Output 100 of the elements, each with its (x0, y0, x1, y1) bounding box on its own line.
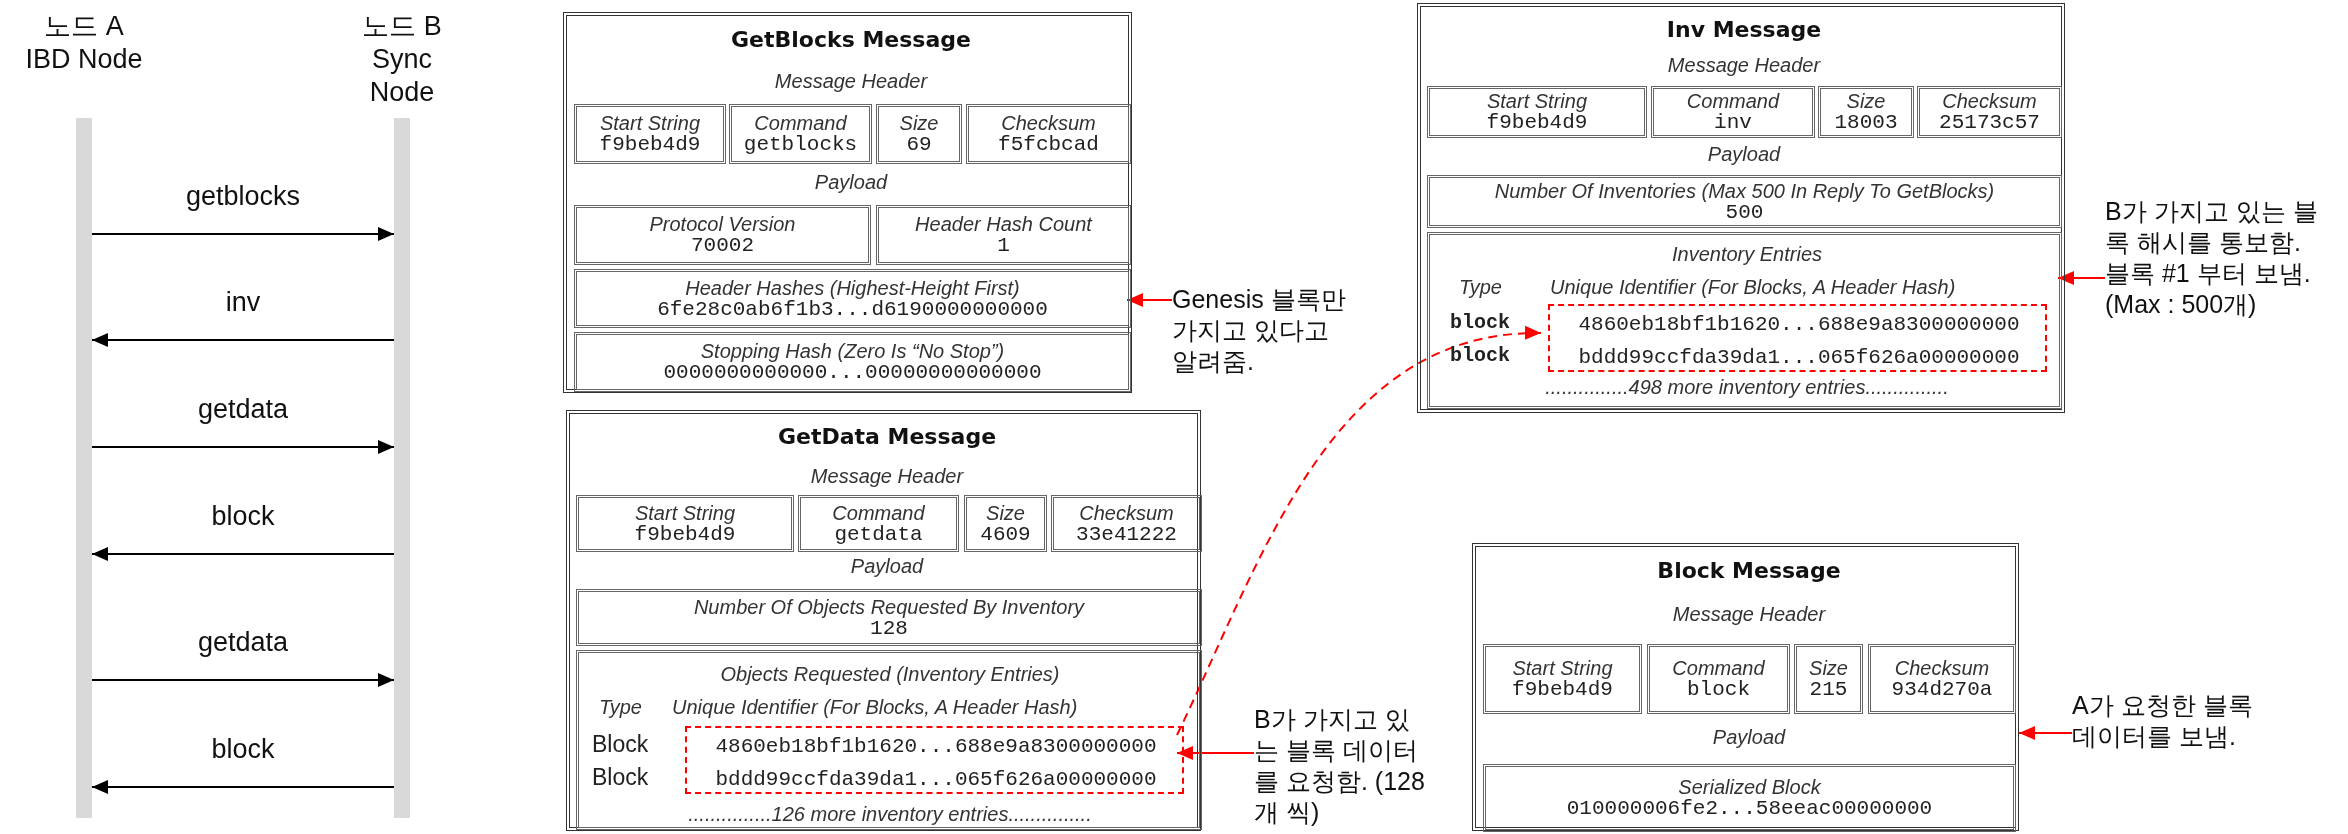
field-name: Header Hash Count (915, 213, 1092, 235)
more-entries-note: ...............126 more inventory entries............... (688, 802, 1092, 826)
annotation: Genesis 블록만 가지고 있다고 알려줌. (1172, 284, 1352, 377)
field-name: Size (899, 112, 939, 134)
field-name: Checksum (1942, 90, 2037, 112)
field-value: 25173c57 (1939, 112, 2040, 134)
field-cell (1794, 644, 1863, 714)
arrow (91, 547, 395, 561)
annotation: B가 가지고 있는 블록 데이터를 요청함. (128개 씩) (1254, 704, 1429, 828)
field-cell (574, 269, 1131, 328)
field-value: f5fcbcad (998, 134, 1099, 156)
field-value: 6fe28c0ab6f1b3...d6190000000000 (657, 298, 1048, 321)
hash-value: bddd99ccfda39da1...065f626a00000000 (715, 767, 1157, 791)
entries-cell (576, 650, 1202, 830)
field-cell (574, 205, 871, 265)
arrow (2057, 271, 2106, 285)
field-value: 010000006fe2...58eeac00000000 (1566, 798, 1933, 820)
field-cell (1647, 644, 1790, 714)
field-cell (964, 495, 1047, 552)
field-value: block (1687, 679, 1750, 701)
entries-cell (1427, 232, 2062, 409)
message-box (563, 12, 1132, 393)
arrow (91, 440, 395, 454)
field-value: 33e41222 (1076, 523, 1177, 546)
arrow (2018, 726, 2073, 740)
type-value: block (1450, 310, 1510, 334)
field-name: Size (1846, 90, 1886, 112)
arrow (1176, 746, 1255, 760)
section-label: Message Header (1667, 53, 1821, 77)
lifeline-heading: 노드 B Sync Node (361, 10, 443, 109)
type-value: block (1450, 343, 1510, 367)
section-label: Payload (814, 170, 888, 194)
field-name: Start String (634, 501, 735, 524)
column-header: Type (599, 695, 642, 719)
hash-value: 4860eb18bf1b1620...688e9a8300000000 (715, 734, 1157, 758)
type-value: Block (592, 763, 649, 791)
field-value: f9beb4d9 (1512, 679, 1613, 701)
field-value: 69 (906, 134, 932, 156)
hash-value: 4860eb18bf1b1620...688e9a8300000000 (1578, 312, 2020, 336)
arrow (91, 780, 395, 794)
message-title: Block Message (1657, 557, 1841, 583)
field-name: Checksum (1001, 112, 1096, 134)
column-header: Type (1459, 275, 1502, 299)
field-cell (1651, 86, 1815, 138)
field-name: Size (1809, 657, 1848, 679)
field-cell (876, 104, 962, 164)
field-cell (729, 104, 872, 164)
field-value: 1 (997, 235, 1010, 257)
field-name: Protocol Version (649, 213, 796, 235)
type-value: Block (592, 730, 649, 758)
field-cell (576, 495, 794, 552)
highlight-box (685, 726, 1184, 794)
field-name: Serialized Block (1678, 776, 1821, 798)
field-value: 500 (1725, 201, 1764, 224)
lifeline-heading: 노드 A IBD Node (24, 10, 144, 76)
field-value: 215 (1809, 679, 1848, 701)
arrow (91, 333, 395, 347)
field-value: 18003 (1834, 112, 1898, 134)
field-name: Size (986, 501, 1025, 524)
section-label: Inventory Entries (1671, 242, 1823, 266)
message-title: GetData Message (777, 423, 997, 449)
field-cell (576, 589, 1202, 646)
field-name: Header Hashes (Highest-Height First) (685, 276, 1020, 299)
field-name: Command (1686, 90, 1780, 112)
field-value: 0000000000000...00000000000000 (663, 362, 1042, 384)
field-cell (1427, 86, 1647, 138)
field-value: getdata (834, 523, 923, 546)
field-cell (1917, 86, 2062, 138)
field-cell (966, 104, 1131, 164)
field-name: Number Of Objects Requested By Inventory (693, 595, 1085, 618)
field-name: Stopping Hash (Zero Is “No Stop”) (700, 340, 1005, 362)
section-label: Message Header (810, 464, 964, 488)
annotation: A가 요청한 블록 데이터를 보냄. (2072, 690, 2272, 752)
message-title: GetBlocks Message (731, 26, 971, 52)
field-name: Checksum (1894, 657, 1990, 679)
message-title: Inv Message (1666, 16, 1822, 42)
field-cell (1868, 644, 2016, 714)
field-value: 128 (870, 617, 908, 640)
section-label: Payload (1707, 142, 1781, 166)
field-value: 70002 (691, 235, 754, 257)
field-name: Number Of Inventories (Max 500 In Reply To GetBlocks) (1494, 179, 1995, 202)
field-value: f9beb4d9 (1486, 112, 1588, 134)
section-label: Payload (850, 554, 924, 578)
field-cell (1483, 644, 1642, 714)
field-value: 4609 (980, 523, 1031, 546)
message-box (566, 410, 1201, 831)
field-cell (1427, 175, 2062, 228)
field-name: Checksum (1079, 501, 1174, 524)
arrow (1126, 293, 1173, 307)
section-label: Objects Requested (Inventory Entries) (720, 662, 1060, 686)
hash-value: bddd99ccfda39da1...065f626a00000000 (1578, 345, 2020, 369)
field-value: getblocks (743, 134, 858, 156)
field-value: inv (1714, 112, 1752, 134)
annotation: B가 가지고 있는 블록 해시를 통보함. 블록 #1 부터 보냄. (Max : 500개) (2105, 196, 2330, 320)
field-value: 934d270a (1891, 679, 1993, 701)
field-name: Command (832, 501, 925, 524)
field-name: Command (1672, 657, 1765, 679)
more-entries-note: ...............498 more inventory entries............... (1545, 375, 1949, 399)
section-label: Message Header (774, 69, 928, 93)
section-label: Message Header (1672, 602, 1826, 626)
